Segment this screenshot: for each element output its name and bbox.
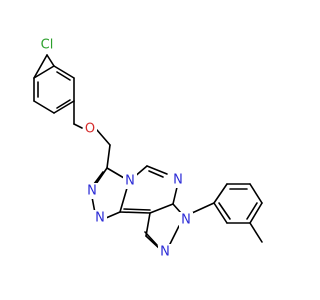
triazole-nitrogen-2: N (95, 211, 105, 226)
pyrazole-nitrogen-1: N (181, 213, 191, 228)
bond (119, 187, 128, 213)
bond (191, 202, 215, 214)
bond (145, 212, 151, 237)
bond (93, 171, 104, 185)
bond (148, 170, 164, 178)
atom-labels: Cl O N N N N N N (38, 36, 193, 260)
bond (149, 203, 174, 214)
bond (56, 71, 71, 81)
bond (123, 208, 151, 211)
bond (145, 235, 161, 250)
bond (249, 183, 263, 204)
pyrimidine-nitrogen: N (173, 173, 183, 188)
molecule-diagram: Cl O N N N N N N (33, 36, 263, 260)
chlorine-atom-label: Cl (41, 38, 54, 53)
pyrazole-nitrogen-2: N (160, 245, 170, 260)
bonds (33, 54, 263, 250)
fused-nitrogen: N (125, 174, 135, 189)
bond (119, 211, 151, 214)
bond (249, 202, 263, 224)
oxygen-atom-label: O (85, 122, 95, 137)
bond (213, 183, 228, 204)
structure-svg: Cl O N N N N N N (33, 36, 263, 260)
bond (218, 202, 231, 220)
bond (106, 167, 125, 179)
bond (146, 165, 168, 175)
bond (169, 225, 180, 245)
bond (46, 54, 55, 67)
bond (56, 99, 71, 109)
bond (213, 202, 228, 224)
triazole-nitrogen-1: N (87, 184, 97, 199)
bond (96, 129, 111, 146)
bond (73, 123, 83, 129)
bond (53, 65, 75, 79)
bond (33, 65, 55, 79)
bond (53, 100, 75, 114)
bond (172, 203, 182, 214)
bond (246, 202, 258, 220)
bond (95, 167, 108, 185)
bond (33, 100, 55, 114)
bond (249, 222, 263, 243)
bond (33, 54, 48, 79)
bond (105, 211, 121, 219)
bond (106, 144, 111, 169)
